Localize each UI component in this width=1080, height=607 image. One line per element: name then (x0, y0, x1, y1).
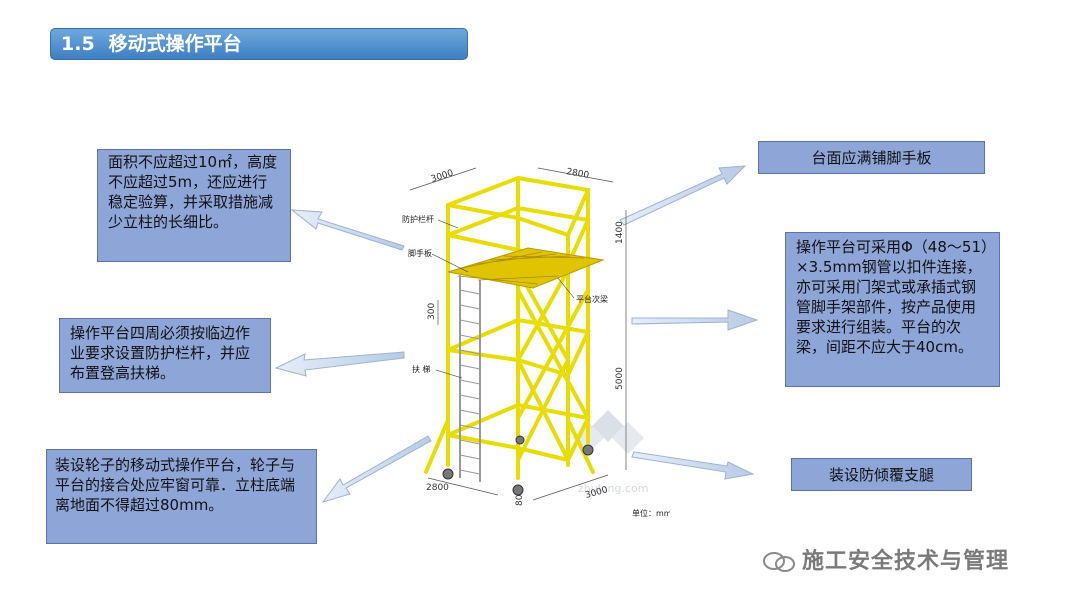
section-title-text: 移动式操作平台 (108, 33, 242, 55)
arrow-guardrail (274, 351, 405, 377)
callout-wheels-text: 装设轮子的移动式操作平台，轮子与平台的接合处应牢窗可靠．立柱底端离地面不得超过8… (55, 456, 296, 514)
arrow-steel-pipe (631, 309, 759, 331)
dim-rail-height: 1400 (615, 221, 625, 244)
callout-scaffold-board: 台面应满铺脚手板 (758, 141, 985, 174)
wechat-icon (763, 552, 795, 572)
dim-height: 5000 (615, 367, 625, 390)
dim-bottom-left: 2800 (426, 483, 449, 493)
site-mark: zhulong.com (578, 482, 648, 495)
callout-guardrail: 操作平台四周必须按临边作业要求设置防护栏杆，并应布置登高扶梯。 (59, 318, 271, 393)
label-unit: 单位：mm (632, 508, 670, 518)
callout-anti-tip-text: 装设防倾覆支腿 (828, 466, 934, 484)
callout-area-limit-text: 面积不应超过10㎡，高度不应超过5m，还应进行稳定验算，并采取措施减少立柱的长细… (108, 153, 278, 231)
arrow-wheels (321, 435, 432, 503)
label-guard-rail: 防护栏杆 (402, 214, 434, 224)
callout-scaffold-board-text: 台面应满铺脚手板 (811, 149, 932, 167)
callout-guardrail-text: 操作平台四周必须按临边作业要求设置防护栏杆，并应布置登高扶梯。 (70, 324, 251, 382)
arrow-scaffold-board (619, 165, 747, 226)
platform-deck (447, 247, 605, 289)
label-ladder: 扶 梯 (412, 364, 431, 374)
label-scaffold-board: 脚手板 (408, 248, 432, 258)
ladder (459, 275, 481, 482)
wheels (442, 435, 594, 496)
callout-anti-tip: 装设防倾覆支腿 (791, 458, 972, 491)
watermark-text: 施工安全技术与管理 (802, 549, 1010, 574)
dim-top-right: 2800 (565, 167, 590, 181)
arrow-area-limit (290, 209, 405, 251)
callout-wheels: 装设轮子的移动式操作平台，轮子与平台的接合处应牢窗可靠．立柱底端离地面不得超过8… (46, 449, 317, 544)
callout-area-limit: 面积不应超过10㎡，高度不应超过5m，还应进行稳定验算，并采取措施减少立柱的长细… (97, 149, 291, 262)
dim-rung-spacing: 300 (427, 303, 437, 320)
arrow-anti-tip (631, 451, 755, 480)
label-secondary-beam: 平台次梁 (576, 294, 608, 304)
section-number: 1.5 (61, 33, 95, 55)
scaffold-diagram: zhulong.com (402, 167, 670, 518)
dim-top-left: 3000 (430, 168, 455, 185)
wechat-watermark: 施工安全技术与管理 (762, 543, 1009, 575)
dim-wheel-gap: 80 (515, 494, 525, 506)
callout-steel-pipe-text: 操作平台可采用Φ（48～51）×3.5mm钢管以扣件连接，亦可采用门架式或承插式… (796, 238, 989, 356)
section-title: 1.5 移动式操作平台 (50, 28, 468, 60)
callout-steel-pipe: 操作平台可采用Φ（48～51）×3.5mm钢管以扣件连接，亦可采用门架式或承插式… (785, 232, 1000, 387)
